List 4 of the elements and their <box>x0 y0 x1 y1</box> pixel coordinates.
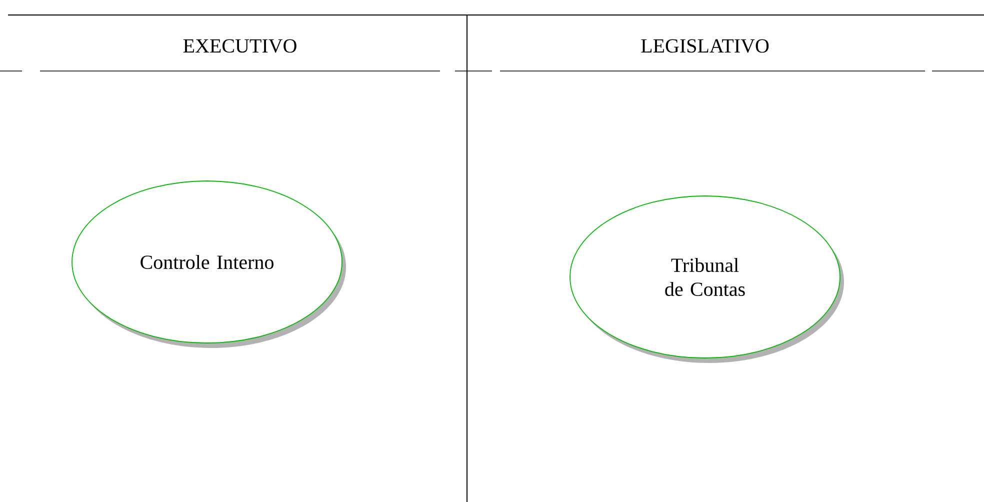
column-header: EXECUTIVO <box>183 39 296 53</box>
ellipse-node: Controle Interno <box>72 180 346 348</box>
column-header: LEGISLATIVO <box>641 39 769 53</box>
ellipse-node: Tribunal de Contas <box>570 196 844 363</box>
